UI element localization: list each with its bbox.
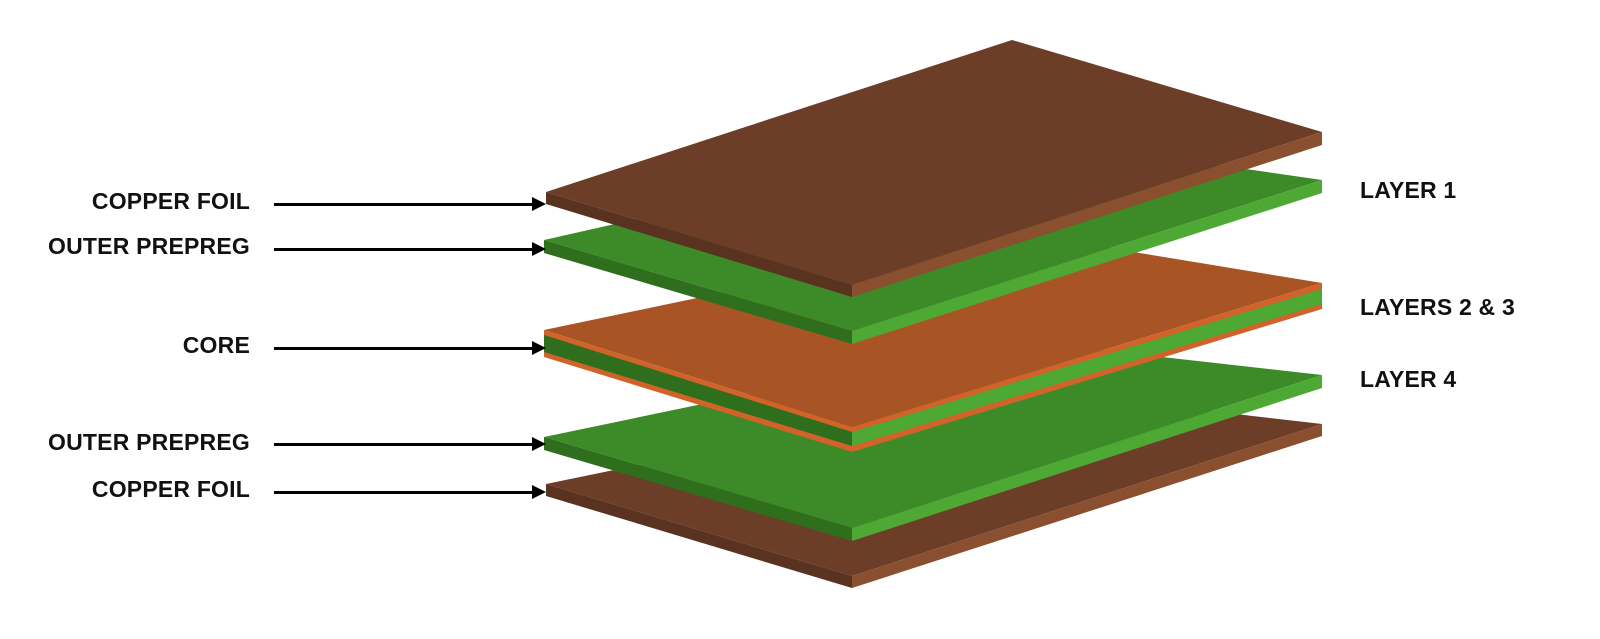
outer-prepreg-bottom-right-edge	[852, 375, 1322, 541]
arrow-copper-foil-top	[274, 197, 546, 211]
copper-foil-top-sheet	[546, 40, 1322, 297]
arrowhead-icon	[532, 485, 546, 499]
label-layer-1: LAYER 1	[1360, 177, 1457, 203]
core-copper-top-face	[544, 232, 1322, 427]
outer-prepreg-top-left-edge	[544, 240, 852, 344]
arrow-outer-prepreg-top	[274, 242, 546, 256]
arrow-copper-foil-bottom	[274, 485, 546, 499]
arrowhead-icon	[532, 437, 546, 451]
outer-prepreg-top-right-edge	[852, 180, 1322, 344]
core-copper-bottom-edge-right	[852, 304, 1322, 452]
label-copper-foil-bottom: COPPER FOIL	[91, 476, 250, 502]
label-outer-prepreg-bottom: OUTER PREPREG	[48, 429, 250, 455]
core-right-edge	[852, 285, 1322, 448]
outer-prepreg-bottom-left-edge	[544, 437, 852, 541]
label-layers-2-3: LAYERS 2 & 3	[1360, 294, 1515, 320]
copper-foil-bottom-right-edge	[852, 424, 1322, 588]
core-copper-bottom-edge-left	[544, 352, 852, 452]
copper-foil-top-right-edge	[852, 132, 1322, 297]
core-copper-top-edge-left	[544, 330, 852, 432]
arrow-outer-prepreg-bottom	[274, 437, 546, 451]
label-core: CORE	[182, 332, 250, 358]
arrowhead-icon	[532, 341, 546, 355]
label-copper-foil-top: COPPER FOIL	[91, 188, 250, 214]
label-outer-prepreg-top: OUTER PREPREG	[48, 233, 250, 259]
arrowhead-icon	[532, 197, 546, 211]
label-layer-4: LAYER 4	[1360, 366, 1457, 392]
core-sheet	[544, 232, 1322, 452]
core-left-edge	[544, 333, 852, 448]
arrow-core	[274, 341, 546, 355]
outer-prepreg-bottom-top-face	[544, 340, 1322, 528]
copper-foil-top-top-face	[546, 40, 1322, 285]
arrowhead-icon	[532, 242, 546, 256]
outer-prepreg-bottom-sheet	[544, 340, 1322, 541]
copper-foil-bottom-left-edge	[546, 484, 852, 588]
copper-foil-top-left-edge	[546, 192, 852, 297]
core-copper-top-edge-right	[852, 283, 1322, 432]
